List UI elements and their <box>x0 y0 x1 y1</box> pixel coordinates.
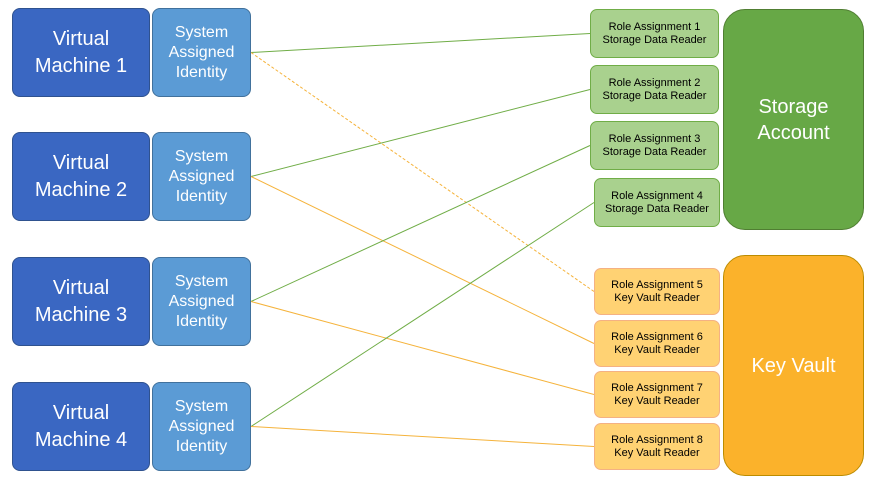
role-assignment-8[interactable]: Role Assignment 8 Key Vault Reader <box>594 423 720 470</box>
role-assignment-6[interactable]: Role Assignment 6 Key Vault Reader <box>594 320 720 367</box>
system-assigned-identity-4[interactable]: System Assigned Identity <box>152 382 251 471</box>
role-assignment-2[interactable]: Role Assignment 2 Storage Data Reader <box>590 65 719 114</box>
role-assignment-3[interactable]: Role Assignment 3 Storage Data Reader <box>590 121 719 170</box>
connector-identity-2-to-role-6 <box>250 176 595 344</box>
key-vault[interactable]: Key Vault <box>723 255 864 476</box>
virtual-machine-4[interactable]: Virtual Machine 4 <box>12 382 150 471</box>
connector-identity-3-to-role-3 <box>250 145 591 302</box>
connector-identity-3-to-role-7 <box>250 301 595 395</box>
connector-identity-2-to-role-2 <box>250 89 591 177</box>
virtual-machine-3[interactable]: Virtual Machine 3 <box>12 257 150 346</box>
virtual-machine-1[interactable]: Virtual Machine 1 <box>12 8 150 97</box>
role-assignment-4[interactable]: Role Assignment 4 Storage Data Reader <box>594 178 720 227</box>
role-assignment-7[interactable]: Role Assignment 7 Key Vault Reader <box>594 371 720 418</box>
connector-identity-1-to-role-1 <box>250 33 591 53</box>
system-assigned-identity-3[interactable]: System Assigned Identity <box>152 257 251 346</box>
storage-account[interactable]: Storage Account <box>723 9 864 230</box>
connector-identity-4-to-role-4 <box>250 202 595 427</box>
virtual-machine-2[interactable]: Virtual Machine 2 <box>12 132 150 221</box>
connector-identity-4-to-role-8 <box>250 426 595 447</box>
role-assignment-5[interactable]: Role Assignment 5 Key Vault Reader <box>594 268 720 315</box>
role-assignment-1[interactable]: Role Assignment 1 Storage Data Reader <box>590 9 719 58</box>
system-assigned-identity-2[interactable]: System Assigned Identity <box>152 132 251 221</box>
system-assigned-identity-1[interactable]: System Assigned Identity <box>152 8 251 97</box>
connector-identity-1-to-role-5 <box>250 52 595 292</box>
